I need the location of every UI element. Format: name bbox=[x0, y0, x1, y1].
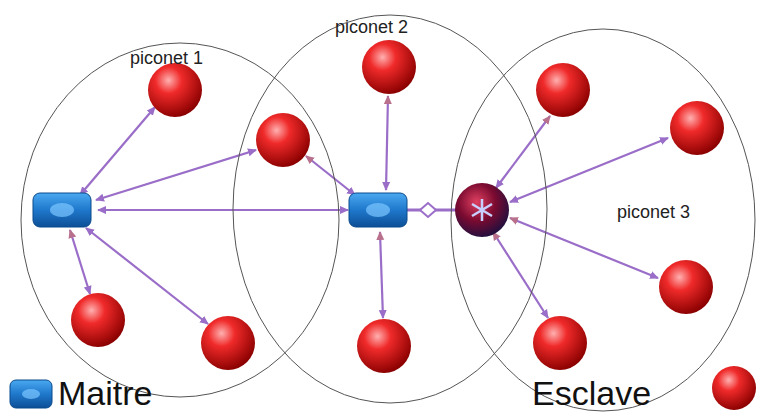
legend-text: Esclave bbox=[532, 374, 651, 412]
piconet-outline bbox=[232, 14, 548, 404]
piconet-region: piconet 2 bbox=[232, 14, 548, 404]
link-arrows bbox=[70, 96, 668, 324]
piconet-outline bbox=[20, 42, 340, 398]
legend-text: Maitre bbox=[58, 374, 152, 412]
piconet-outline bbox=[450, 28, 756, 412]
piconet-region: piconet 3 bbox=[450, 28, 756, 412]
bridge-node bbox=[455, 183, 509, 237]
piconet-label: piconet 2 bbox=[335, 17, 408, 37]
piconet-region: piconet 1 bbox=[20, 42, 340, 398]
piconet-label: piconet 1 bbox=[130, 48, 203, 68]
master-icons bbox=[33, 193, 407, 227]
slave-spheres bbox=[71, 40, 724, 373]
bridge-link bbox=[404, 203, 458, 217]
piconet-label: piconet 3 bbox=[617, 202, 690, 222]
